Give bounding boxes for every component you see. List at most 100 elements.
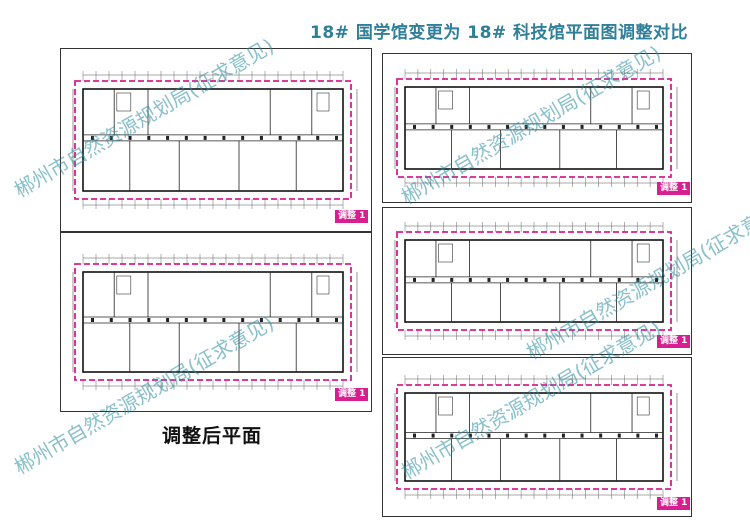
column bbox=[617, 124, 621, 129]
stair bbox=[316, 92, 330, 112]
column bbox=[524, 277, 528, 282]
column bbox=[580, 277, 584, 282]
column bbox=[222, 135, 226, 140]
column bbox=[450, 124, 454, 129]
column bbox=[413, 433, 416, 438]
column bbox=[487, 277, 491, 282]
adjustment-highlight bbox=[74, 263, 352, 381]
adjust-tag: 调整 1 bbox=[657, 182, 691, 195]
adjustment-highlight bbox=[396, 78, 672, 178]
column bbox=[543, 433, 547, 438]
building-outline bbox=[404, 239, 664, 323]
column bbox=[259, 135, 263, 140]
column bbox=[166, 318, 170, 322]
page-title: 18# 国学馆变更为 18# 科技馆平面图调整对比 bbox=[310, 23, 689, 43]
column bbox=[109, 318, 113, 322]
stair bbox=[438, 243, 453, 263]
stair bbox=[316, 275, 330, 295]
stair bbox=[636, 396, 650, 416]
floor-plan-drawing bbox=[394, 69, 678, 187]
floor-plan-drawing bbox=[394, 375, 678, 499]
column bbox=[203, 318, 207, 322]
adjust-tag: 调整 1 bbox=[335, 210, 369, 223]
column bbox=[335, 318, 338, 322]
column bbox=[147, 135, 151, 140]
floor-plan-drawing bbox=[394, 222, 678, 340]
plan-right-3 bbox=[382, 357, 692, 517]
column bbox=[259, 318, 263, 322]
stair bbox=[636, 90, 650, 110]
column bbox=[599, 433, 603, 438]
column bbox=[241, 318, 245, 322]
column bbox=[91, 318, 94, 322]
column bbox=[636, 433, 640, 438]
column bbox=[655, 124, 658, 129]
column bbox=[506, 433, 510, 438]
column bbox=[450, 277, 454, 282]
column bbox=[655, 277, 658, 282]
plan-left-bottom bbox=[60, 232, 372, 412]
stair bbox=[116, 275, 132, 295]
column bbox=[636, 277, 640, 282]
plan-left-top bbox=[60, 48, 372, 232]
column bbox=[413, 277, 416, 282]
column bbox=[241, 135, 245, 140]
floor-plan-drawing bbox=[72, 254, 358, 390]
column bbox=[599, 277, 603, 282]
building-outline bbox=[82, 88, 344, 192]
column bbox=[599, 124, 603, 129]
plan-right-2 bbox=[382, 207, 692, 355]
stair bbox=[636, 243, 650, 263]
column bbox=[524, 124, 528, 129]
column bbox=[278, 318, 282, 322]
column bbox=[580, 433, 584, 438]
adjustment-highlight bbox=[396, 384, 672, 490]
stair bbox=[438, 90, 453, 110]
column bbox=[636, 124, 640, 129]
column bbox=[166, 135, 170, 140]
column bbox=[468, 124, 472, 129]
building-outline bbox=[82, 271, 344, 373]
column bbox=[431, 433, 435, 438]
column bbox=[506, 277, 510, 282]
column bbox=[184, 135, 188, 140]
column bbox=[468, 277, 472, 282]
column bbox=[335, 135, 338, 140]
column bbox=[278, 135, 282, 140]
column bbox=[487, 433, 491, 438]
stair bbox=[438, 396, 453, 416]
column bbox=[184, 318, 188, 322]
column bbox=[468, 433, 472, 438]
column bbox=[543, 124, 547, 129]
column bbox=[128, 318, 132, 322]
column bbox=[561, 124, 565, 129]
column bbox=[450, 433, 454, 438]
adjust-tag: 调整 1 bbox=[657, 335, 691, 348]
column bbox=[506, 124, 510, 129]
floor-plan-drawing bbox=[72, 71, 358, 209]
column bbox=[431, 124, 435, 129]
column bbox=[413, 124, 416, 129]
adjust-tag: 调整 1 bbox=[657, 497, 691, 510]
plan-right-1 bbox=[382, 53, 692, 203]
column bbox=[431, 277, 435, 282]
column bbox=[316, 318, 320, 322]
column bbox=[91, 135, 94, 140]
column bbox=[617, 277, 621, 282]
column bbox=[487, 124, 491, 129]
column bbox=[297, 135, 301, 140]
column bbox=[524, 433, 528, 438]
column bbox=[297, 318, 301, 322]
column bbox=[655, 433, 658, 438]
column bbox=[128, 135, 132, 140]
column bbox=[580, 124, 584, 129]
column bbox=[561, 433, 565, 438]
column bbox=[316, 135, 320, 140]
column bbox=[203, 135, 207, 140]
column bbox=[561, 277, 565, 282]
building-outline bbox=[404, 86, 664, 170]
adjust-tag: 调整 1 bbox=[335, 388, 369, 401]
caption-after-plan: 调整后平面 bbox=[162, 425, 263, 447]
column bbox=[147, 318, 151, 322]
column bbox=[222, 318, 226, 322]
